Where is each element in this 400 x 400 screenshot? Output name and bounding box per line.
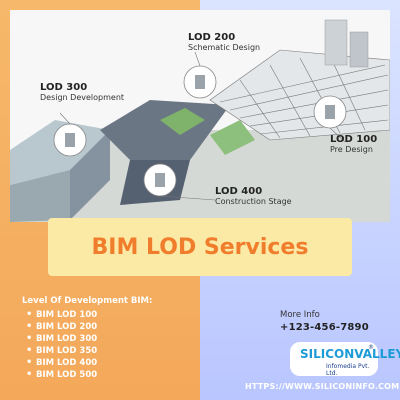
logo-text: SILICONVALLEY xyxy=(300,347,400,361)
company-logo: SILICONVALLEY Infomedia Pvt. Ltd. ® xyxy=(290,342,400,377)
callout-subtitle: Construction Stage xyxy=(215,197,292,206)
registered-mark: ® xyxy=(368,344,374,351)
website-link[interactable]: HTTPS://WWW.SILICONINFO.COM xyxy=(245,382,400,391)
callout-lod-400: LOD 400 Construction Stage xyxy=(215,186,292,206)
list-item: BIM LOD 200 xyxy=(22,321,202,332)
callout-lod-300: LOD 300 Design Development xyxy=(40,82,124,102)
services-section: Level Of Development BIM: BIM LOD 100 BI… xyxy=(22,296,202,382)
callout-subtitle: Design Development xyxy=(40,93,125,102)
title-banner: BIM LOD Services xyxy=(48,218,352,276)
list-item: BIM LOD 500 xyxy=(22,369,202,380)
callout-title: LOD 300 xyxy=(40,82,88,93)
callout-subtitle: Schematic Design xyxy=(188,43,261,52)
callout-lod-200: LOD 200 Schematic Design xyxy=(188,32,260,52)
callout-lod-100: LOD 100 Pre Design xyxy=(330,134,377,154)
list-item: BIM LOD 400 xyxy=(22,357,202,368)
bim-illustration xyxy=(10,10,390,222)
phone-number[interactable]: +123-456-7890 xyxy=(280,322,369,333)
callout-title: LOD 200 xyxy=(188,32,236,43)
more-info-label: More Info xyxy=(280,310,320,320)
list-item: BIM LOD 350 xyxy=(22,345,202,356)
page-title: BIM LOD Services xyxy=(91,234,309,260)
callout-subtitle: Pre Design xyxy=(330,145,373,154)
callout-title: LOD 400 xyxy=(215,186,263,197)
callout-title: LOD 100 xyxy=(330,134,378,145)
hero-image: LOD 200 Schematic Design LOD 300 Design … xyxy=(10,10,390,222)
list-item: BIM LOD 300 xyxy=(22,333,202,344)
logo-subtext: Infomedia Pvt. Ltd. xyxy=(326,363,370,377)
services-list: BIM LOD 100 BIM LOD 200 BIM LOD 300 BIM … xyxy=(22,309,202,380)
services-heading: Level Of Development BIM: xyxy=(22,296,153,306)
list-item: BIM LOD 100 xyxy=(22,309,202,320)
contact-section: More Info +123-456-7890 xyxy=(280,310,390,333)
